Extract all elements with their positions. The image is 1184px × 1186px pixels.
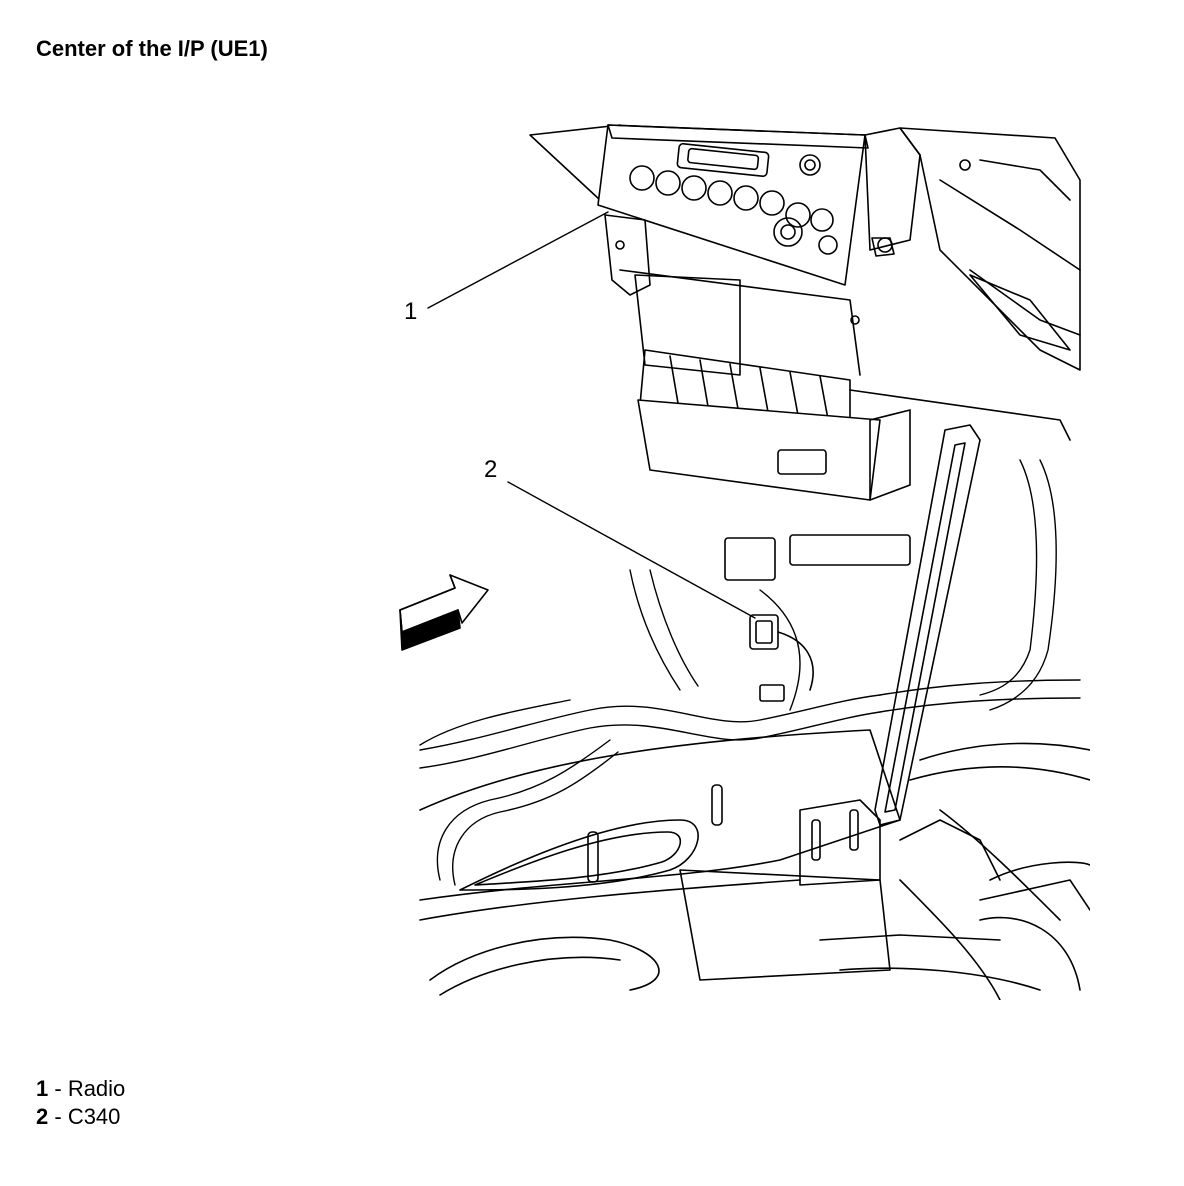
instrument-panel-center-drawing [399, 124, 1090, 1000]
page-title: Center of the I/P (UE1) [36, 36, 268, 61]
legend-separator: - [48, 1076, 68, 1101]
legend-number: 2 [36, 1104, 49, 1129]
wiring-harness [419, 459, 1081, 886]
legend: 1 - Radio 2 - C340 [36, 1075, 125, 1131]
legend-label: Radio [67, 1076, 126, 1101]
callout-1-leader [427, 211, 609, 309]
floor-console [419, 729, 1090, 1000]
dash-right-structure [864, 127, 1081, 371]
callout-1-number: 1 [404, 298, 418, 325]
legend-number: 1 [36, 1076, 49, 1101]
legend-item-c340: 2 - C340 [36, 1103, 125, 1131]
callout-2-number: 2 [484, 456, 498, 483]
callout-2-leader [507, 481, 756, 619]
radio-unit [529, 124, 869, 286]
legend-separator: - [48, 1104, 68, 1129]
center-stack-housing [604, 214, 1071, 501]
legend-label: C340 [67, 1104, 121, 1129]
c340-connector [724, 534, 911, 702]
view-direction-arrow-icon [399, 574, 489, 651]
legend-item-radio: 1 - Radio [36, 1075, 125, 1103]
